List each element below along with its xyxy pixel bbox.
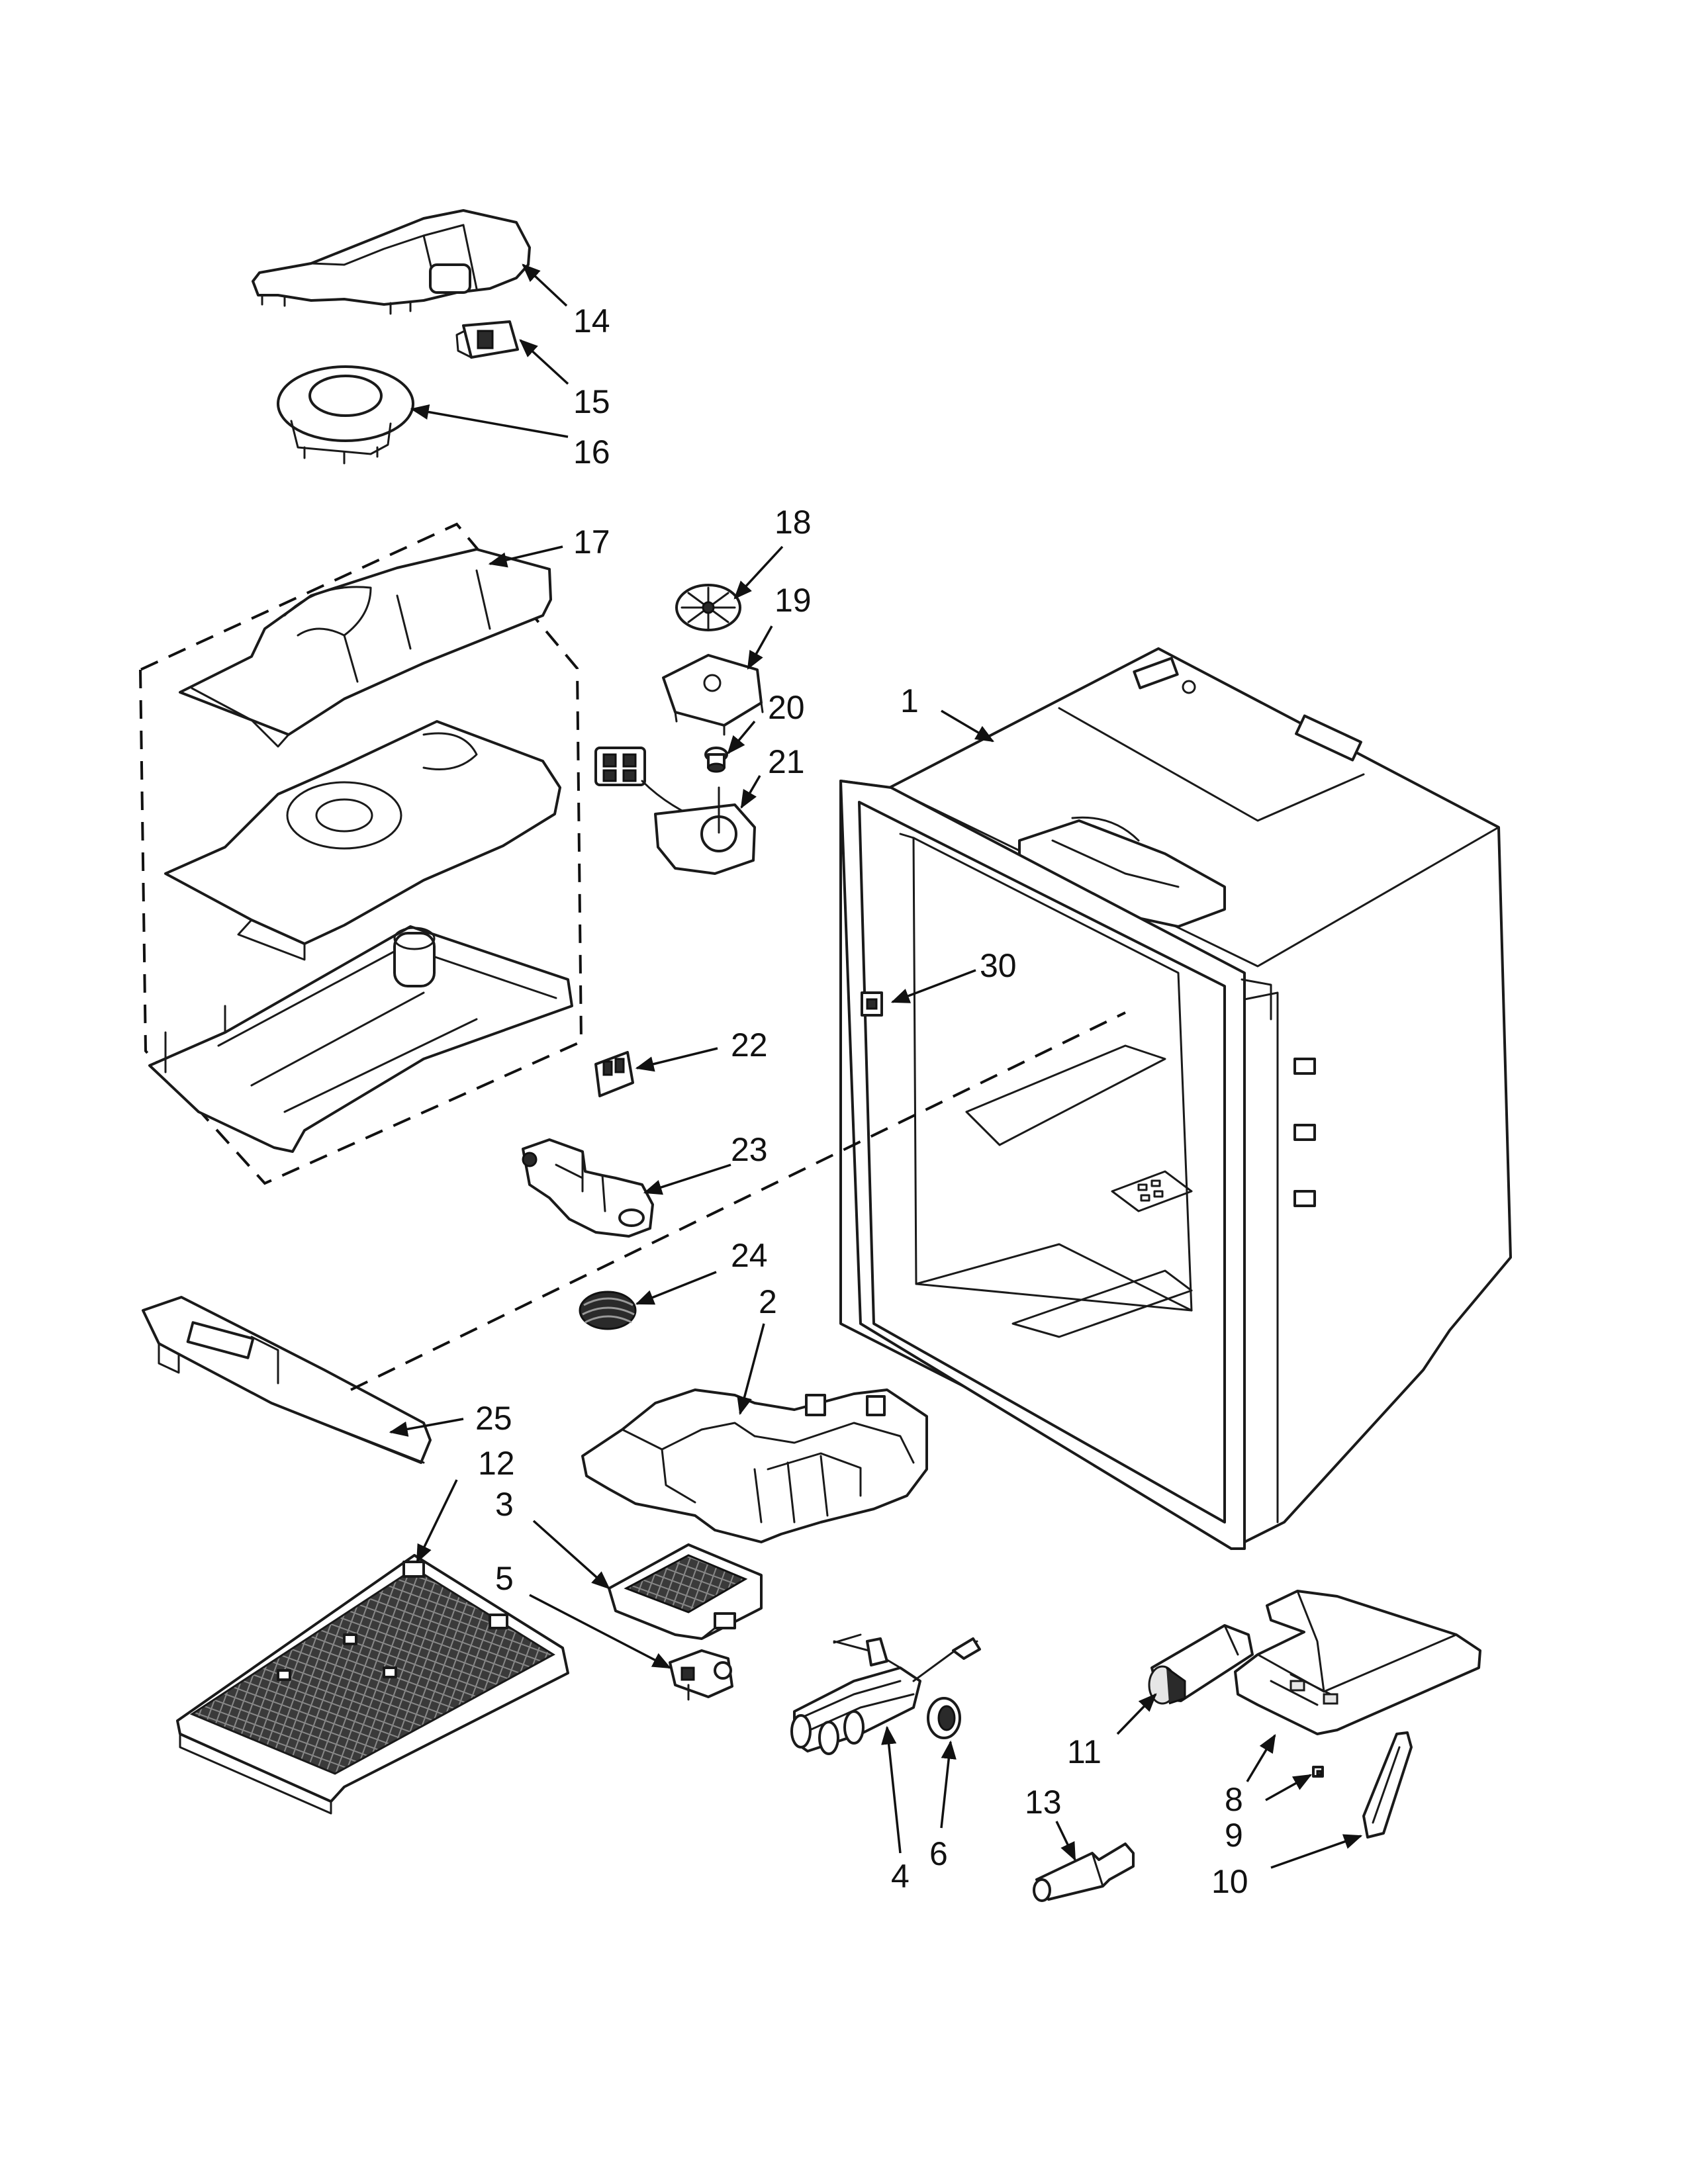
- part-1-liner: [839, 647, 1512, 1550]
- callout-1: 1: [900, 682, 919, 719]
- callout-5: 5: [495, 1560, 514, 1597]
- part-19-bracket: [662, 654, 764, 736]
- part-10-cover: [1362, 1731, 1413, 1839]
- assembly-guide-line: [350, 1011, 1126, 1391]
- callout-16: 16: [573, 433, 610, 471]
- callout-25: 25: [475, 1400, 512, 1437]
- part-20-grommet: [704, 747, 728, 773]
- part-6-knob: [927, 1697, 961, 1739]
- callout-9: 9: [1225, 1817, 1243, 1854]
- callout-22: 22: [731, 1026, 768, 1064]
- part-18-fan-blade: [675, 584, 741, 631]
- callout-30: 30: [980, 947, 1017, 984]
- part-14-cover: [252, 209, 531, 315]
- part-21-motor: [594, 747, 756, 875]
- callout-labels: 14 15 16 17 18 19 20 21 1 30 22 23 24 2 …: [475, 302, 1248, 1900]
- callout-2: 2: [759, 1283, 777, 1320]
- callout-14: 14: [573, 302, 610, 340]
- part-4-heater: [790, 1633, 981, 1755]
- callout-23: 23: [731, 1131, 768, 1168]
- callout-11: 11: [1067, 1733, 1102, 1770]
- callout-13: 13: [1025, 1784, 1062, 1821]
- part-12-shelf: [176, 1554, 569, 1815]
- part-13-plug: [1033, 1843, 1135, 1902]
- callout-8: 8: [1225, 1781, 1243, 1818]
- part-22-clip: [594, 1051, 634, 1097]
- callout-24: 24: [731, 1237, 768, 1274]
- callout-20: 20: [768, 689, 805, 726]
- part-16-shroud: [277, 365, 414, 465]
- part-30-clip: [861, 991, 883, 1017]
- callout-18: 18: [774, 504, 812, 541]
- part-24-disc: [579, 1291, 637, 1330]
- part-5-valve: [669, 1649, 733, 1701]
- part-2-icemaker: [581, 1388, 928, 1543]
- part-17-assembly: [138, 522, 583, 1185]
- callout-10: 10: [1211, 1863, 1248, 1900]
- callout-15: 15: [573, 383, 610, 420]
- callout-3: 3: [495, 1486, 514, 1523]
- callout-6: 6: [929, 1835, 948, 1872]
- callout-21: 21: [768, 743, 805, 780]
- part-8-housing: [1234, 1590, 1481, 1735]
- part-25-rail: [142, 1296, 432, 1464]
- callout-17: 17: [573, 523, 610, 561]
- callout-4: 4: [891, 1858, 910, 1895]
- leader-lines: [389, 263, 1363, 1869]
- part-3-module: [608, 1543, 763, 1640]
- part-9-clip: [1312, 1766, 1324, 1778]
- callout-19: 19: [774, 582, 812, 619]
- part-15-socket: [455, 320, 519, 359]
- part-23-damper: [522, 1138, 654, 1238]
- callout-12: 12: [478, 1445, 515, 1482]
